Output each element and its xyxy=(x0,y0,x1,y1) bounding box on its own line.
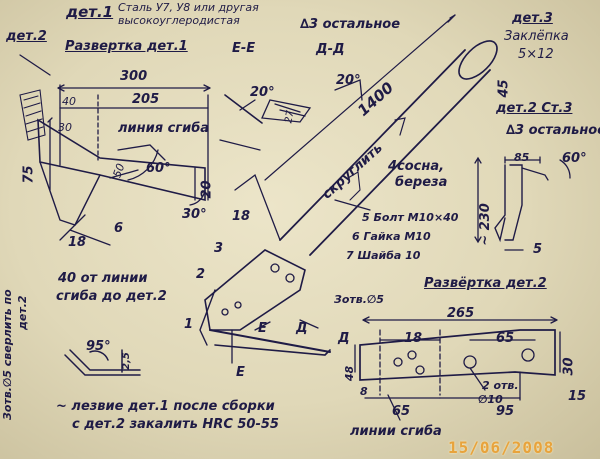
section-ee-label: Е-Е xyxy=(232,41,256,56)
section-angle-20b: 20° xyxy=(336,73,361,88)
callout-2: 2 xyxy=(196,267,206,282)
section-mark-d1: Д xyxy=(296,321,308,336)
part1-title: дет.1 xyxy=(66,3,114,21)
section-dd-label: Д-Д xyxy=(316,42,345,57)
blank1-dim-75: 75 xyxy=(21,165,37,184)
blank1-dim-40: 40 xyxy=(62,95,76,108)
section-dim-18: 18 xyxy=(232,209,251,224)
section-mark-e1: Е xyxy=(258,321,267,336)
part2-dim-5: 5 xyxy=(533,242,543,257)
detail-angle-95: 95° xyxy=(86,339,111,354)
blank2-bend-lines: линии сгиба xyxy=(350,424,442,439)
section-mark-d2: Д xyxy=(338,331,350,346)
blank1-dim-205: 205 xyxy=(132,92,160,107)
blank1-angle-60: 60° xyxy=(146,161,171,176)
callout-3: 3 xyxy=(214,241,224,256)
blank2-holes-count: 2 отв. xyxy=(482,379,519,392)
hardening-note-line1: ~ лезвие дет.1 после сборки xyxy=(56,399,275,414)
blank2-dim-18: 18 xyxy=(404,331,423,346)
wood-note-line2: береза xyxy=(395,175,448,190)
part2-title: дет.2 Ст.3 xyxy=(496,101,573,116)
hardening-note-line2: с дет.2 закалить HRC 50-55 xyxy=(72,417,279,432)
detail-dim-2-5: 2,5 xyxy=(120,352,132,370)
blank2-dim-15: 15 xyxy=(568,389,587,404)
blank1-dim-20: 20 xyxy=(199,180,215,199)
callout-1: 1 xyxy=(184,317,194,332)
part2-profile xyxy=(474,156,571,251)
spec-item-5: 5 Болт М10×40 xyxy=(362,211,459,224)
blank1-dim-300: 300 xyxy=(120,69,148,84)
part3-size: 5×12 xyxy=(518,47,554,62)
blank2-dim-265: 265 xyxy=(447,306,475,321)
blank2-dim-65b: 65 xyxy=(392,404,411,419)
blank1-dim-18: 18 xyxy=(68,235,87,250)
vertical-drill-note-line2: дет.2 xyxy=(16,295,29,330)
blank2-holes-diameter: ∅10 xyxy=(478,393,503,406)
photo-date-stamp: 15/06/2008 xyxy=(448,438,555,457)
handle-dim-45: 45 xyxy=(496,79,512,98)
blank1-bend-line: линия сгиба xyxy=(118,121,210,136)
part2-surface-note: ∆3 остальное xyxy=(506,123,600,138)
part2-label-left: дет.2 xyxy=(6,29,47,44)
part3-title: дет.3 xyxy=(512,11,553,26)
section-mark-e2: Е xyxy=(236,365,245,380)
blank1-geometry xyxy=(19,54,211,246)
part2-dim-85: 85 xyxy=(514,151,530,164)
spec-item-7: 7 Шайба 10 xyxy=(346,249,421,262)
blank2-dim-65a: 65 xyxy=(496,331,515,346)
blank1-dim-30: 30 xyxy=(58,121,72,134)
part2-left-hatch xyxy=(19,89,46,141)
bent-corner-detail xyxy=(64,349,141,376)
section-views xyxy=(219,79,363,151)
blank2-title: Развёртка дет.2 xyxy=(424,276,547,291)
section-angle-20a: 20° xyxy=(250,85,275,100)
blank2-dim-30: 30 xyxy=(561,357,577,376)
blank2-hole-note: Зотв.∅5 xyxy=(334,293,384,306)
part1-material-line1: Сталь У7, У8 или другая xyxy=(118,1,259,14)
blank1-note-line2: сгиба до дет.2 xyxy=(56,289,167,304)
blank1-dim-6: 6 xyxy=(114,221,124,236)
part3-name: Заклёпка xyxy=(504,29,569,44)
blank1-note-line1: 40 от линии xyxy=(58,271,148,286)
blank1-title: Развертка дет.1 xyxy=(65,39,188,54)
blank2-dim-48: 48 xyxy=(343,365,357,382)
blank1-angle-30: 30° xyxy=(182,207,207,222)
wood-note-line1: 4сосна, xyxy=(388,159,445,174)
vertical-drill-note-line1: Зотв.∅5 сверлить по xyxy=(1,289,14,420)
part2-angle-60: 60° xyxy=(562,151,587,166)
blank2-dim-8: 8 xyxy=(360,385,368,398)
blank2-dim-95: 95 xyxy=(496,404,515,419)
part2-dim-230: ~ 230 xyxy=(477,203,493,246)
handle-assembly xyxy=(199,14,498,364)
blank2-geometry xyxy=(354,316,561,421)
spec-item-6: 6 Гайка М10 xyxy=(352,230,431,243)
part1-material-line2: высокоуглеродистая xyxy=(118,14,240,27)
surface-finish-note: ∆3 остальное xyxy=(300,17,401,32)
